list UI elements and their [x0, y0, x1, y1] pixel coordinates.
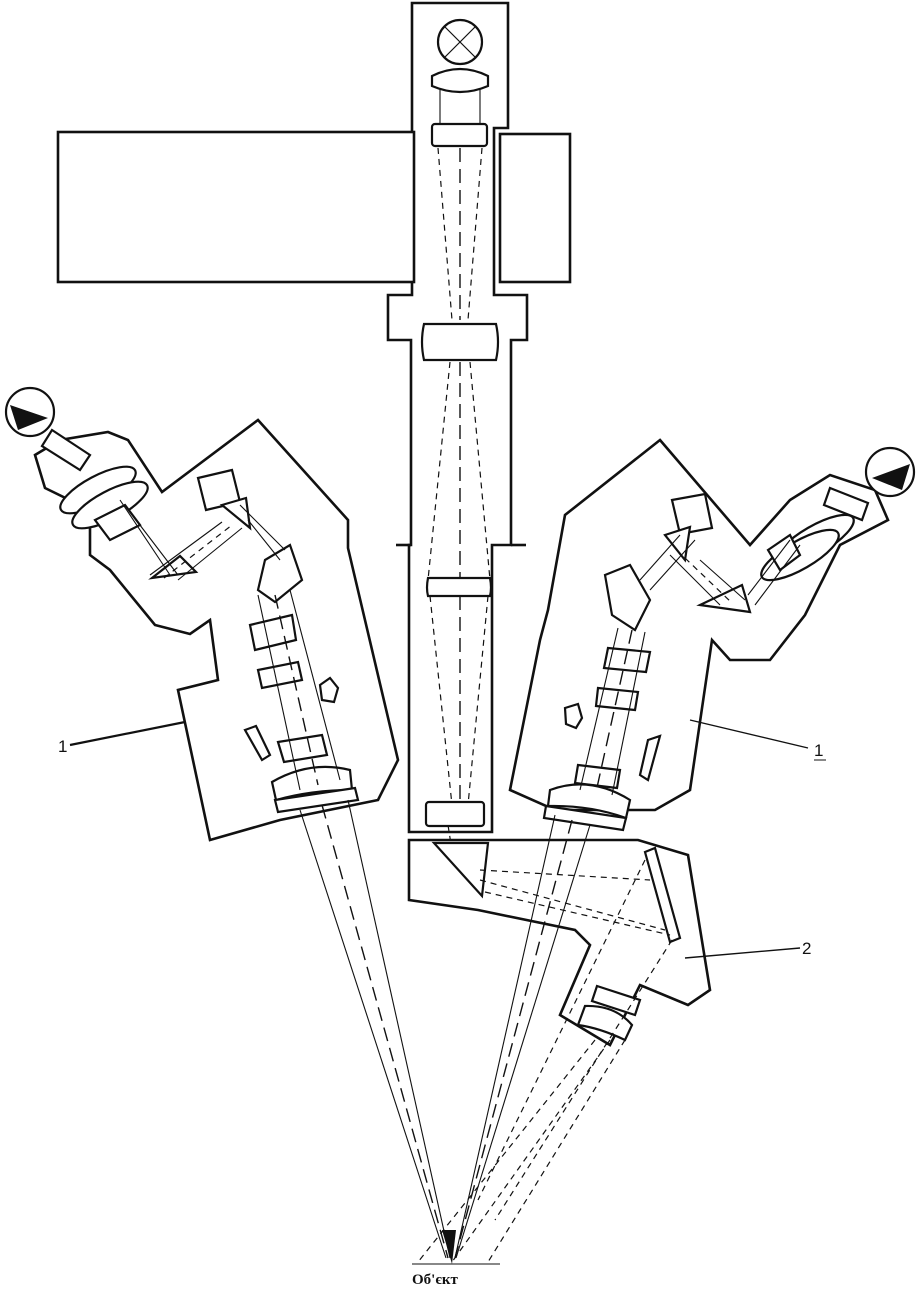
- left-objective-lenses: [243, 613, 360, 814]
- left-panel: [56, 130, 416, 284]
- central-lenses: [420, 67, 500, 828]
- label-left-binocular: 1: [58, 737, 67, 756]
- left-eye-icon: [4, 386, 56, 438]
- condenser-lens-2: [420, 322, 500, 362]
- right-small-lens-b: [638, 734, 662, 782]
- left-eyepiece-lenses: [40, 428, 149, 542]
- label-object: Об'єкт: [412, 1272, 458, 1288]
- illuminator-housing: [407, 838, 712, 1047]
- label-right-binocular: 1: [814, 741, 823, 760]
- collector-lens: [430, 67, 490, 94]
- lamp-housing: [386, 1, 529, 834]
- condenser-lens-3: [425, 576, 493, 598]
- right-prism-1: [670, 492, 714, 536]
- deflecting-prism: [431, 841, 490, 899]
- right-objective-lenses: [542, 646, 662, 832]
- right-eye-icon: [864, 446, 916, 498]
- right-panel: [498, 132, 572, 284]
- central-tube: [56, 1, 572, 834]
- left-binocular: [4, 386, 400, 842]
- right-binocular-housing: [508, 438, 890, 812]
- right-binocular-leader: [689, 719, 809, 749]
- right-binocular: [508, 438, 916, 832]
- illuminator-leader: [684, 947, 801, 959]
- left-prism-4: [256, 543, 304, 604]
- object-rays: [299, 799, 673, 1265]
- condenser-lens-1: [430, 122, 489, 148]
- illuminator-lens: [576, 984, 642, 1042]
- illuminator-mirror: [643, 846, 682, 944]
- left-small-lens-a: [318, 676, 340, 704]
- left-small-lens-b: [243, 724, 272, 762]
- left-binocular-leader: [69, 720, 186, 747]
- illuminator-block: [407, 838, 712, 1047]
- condenser-lens-4: [424, 800, 486, 828]
- callouts: 1 1 2 Об'єкт: [58, 719, 826, 1288]
- right-small-lens-a: [563, 702, 584, 730]
- lamp-icon: [436, 18, 484, 66]
- right-prism-4: [603, 563, 652, 632]
- right-prism-3: [696, 583, 752, 614]
- label-illuminator: 2: [802, 939, 811, 958]
